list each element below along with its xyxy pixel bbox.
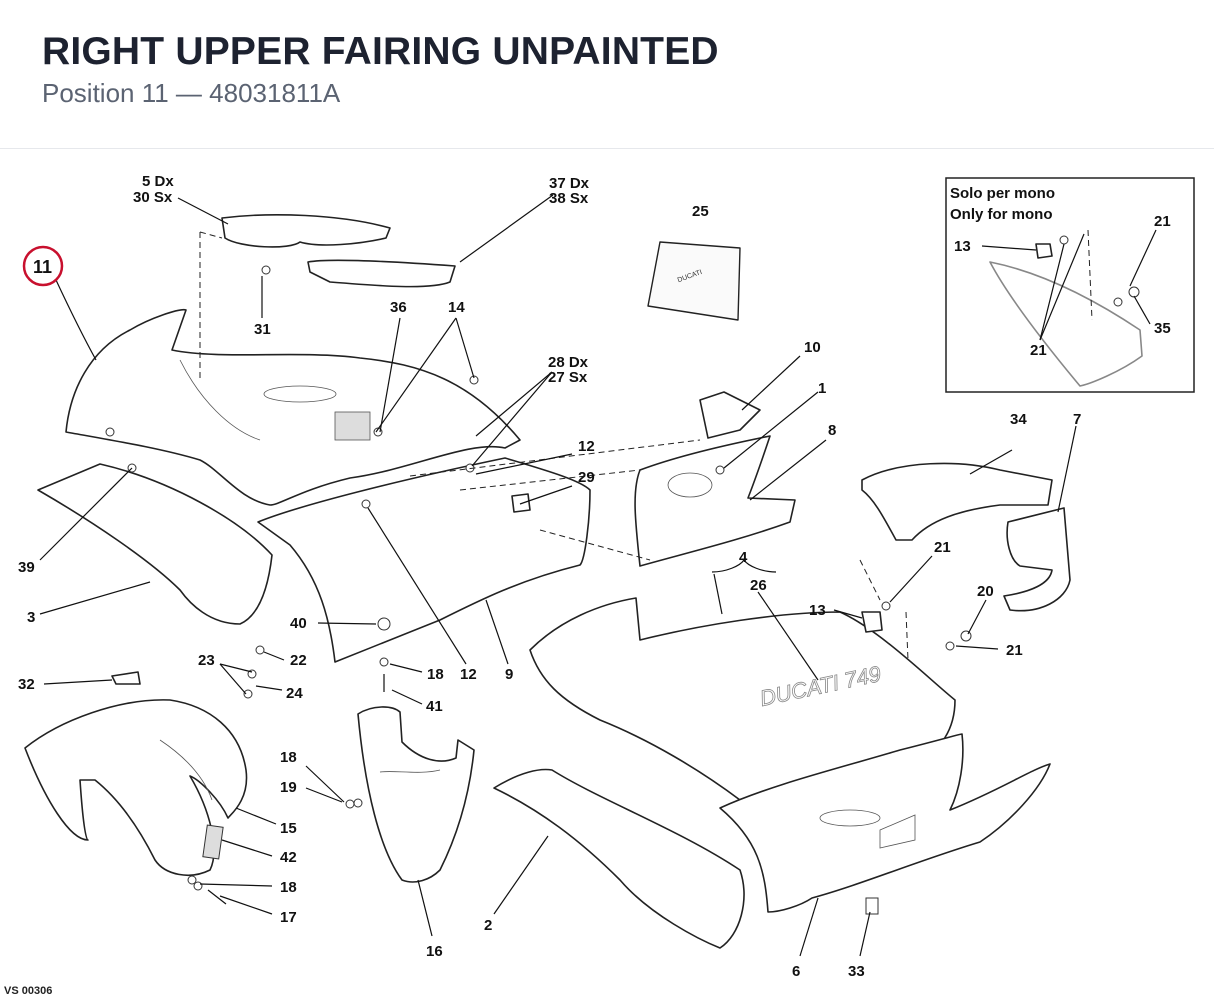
- label-20: 20: [977, 583, 994, 600]
- label-21-inset-top: 21: [1154, 213, 1171, 230]
- label-18-left: 18: [280, 749, 297, 766]
- part-9-inner-fairing[interactable]: [257, 457, 591, 663]
- highlighted-position-11[interactable]: 11: [22, 245, 64, 287]
- label-40: 40: [290, 615, 307, 632]
- part-6-lower-cowl[interactable]: [719, 733, 1051, 913]
- label-15: 15: [280, 820, 297, 837]
- label-13-inset: 13: [954, 238, 971, 255]
- label-14: 14: [448, 299, 465, 316]
- label-41: 41: [426, 698, 443, 715]
- inset-mono-only: [945, 177, 1195, 393]
- label-21-lower: 21: [1006, 642, 1023, 659]
- label-42: 42: [280, 849, 297, 866]
- label-31: 31: [254, 321, 271, 338]
- label-23: 23: [198, 652, 215, 669]
- label-11: 11: [33, 257, 52, 277]
- label-4: 4: [739, 549, 748, 566]
- label-13: 13: [809, 602, 826, 619]
- label-24: 24: [286, 685, 303, 702]
- label-9: 9: [505, 666, 513, 683]
- part-2-side-strip[interactable]: [493, 768, 745, 949]
- hardware-pieces: [105, 265, 972, 915]
- label-18-mid: 18: [427, 666, 444, 683]
- part-37-38[interactable]: [307, 259, 456, 288]
- label-36: 36: [390, 299, 407, 316]
- label-12-top: 12: [578, 438, 595, 455]
- inset-line-1: Solo per mono: [950, 185, 1055, 202]
- part-25-decal[interactable]: DUCATI: [647, 241, 741, 321]
- label-38sx: 38 Sx: [549, 190, 589, 207]
- label-25: 25: [692, 203, 709, 220]
- page-title: RIGHT UPPER FAIRING UNPAINTED: [42, 30, 719, 73]
- label-8: 8: [828, 422, 836, 439]
- label-32: 32: [18, 676, 35, 693]
- part-10-bracket[interactable]: [699, 391, 761, 439]
- label-29: 29: [578, 469, 595, 486]
- label-26: 26: [750, 577, 767, 594]
- label-21-right: 21: [934, 539, 951, 556]
- part-7-bracket[interactable]: [1003, 507, 1071, 612]
- part-11-upper-fairing[interactable]: [65, 308, 521, 506]
- alignment-lines: [199, 231, 909, 661]
- label-28dx: 28 Dx: [548, 354, 589, 371]
- label-3: 3: [27, 609, 35, 626]
- label-19: 19: [280, 779, 297, 796]
- page-subtitle: Position 11 — 48031811A: [42, 78, 341, 108]
- label-5dx: 5 Dx: [142, 173, 174, 190]
- label-2: 2: [484, 917, 492, 934]
- label-39: 39: [18, 559, 35, 576]
- label-30sx: 30 Sx: [133, 189, 173, 206]
- label-7: 7: [1073, 411, 1081, 428]
- part-5-30[interactable]: [221, 214, 391, 248]
- part-4-belly-pan[interactable]: DUCATI 749: [529, 597, 956, 801]
- inset-line-2: Only for mono: [950, 206, 1053, 223]
- label-27sx: 27 Sx: [548, 369, 588, 386]
- label-35: 35: [1154, 320, 1171, 337]
- part-16-duct[interactable]: [357, 706, 475, 883]
- label-33: 33: [848, 963, 865, 980]
- part-8-inner-panel[interactable]: [634, 435, 796, 567]
- label-22: 22: [290, 652, 307, 669]
- label-6: 6: [792, 963, 800, 980]
- label-37dx: 37 Dx: [549, 175, 590, 192]
- header: RIGHT UPPER FAIRING UNPAINTED Position 1…: [0, 0, 1214, 149]
- label-34: 34: [1010, 411, 1027, 428]
- label-16: 16: [426, 943, 443, 960]
- label-1: 1: [818, 380, 826, 397]
- label-12-bottom: 12: [460, 666, 477, 683]
- label-18-bottom: 18: [280, 879, 297, 896]
- label-21-inset-bottom: 21: [1030, 342, 1047, 359]
- label-17: 17: [280, 909, 297, 926]
- part-34-bracket[interactable]: [861, 462, 1053, 541]
- diagram-code: VS 00306: [4, 985, 53, 997]
- label-10: 10: [804, 339, 821, 356]
- part-labels: 5 Dx 30 Sx 37 Dx 38 Sx 25 31 36 14 28 Dx…: [18, 173, 1171, 980]
- leader-lines: [39, 194, 1157, 957]
